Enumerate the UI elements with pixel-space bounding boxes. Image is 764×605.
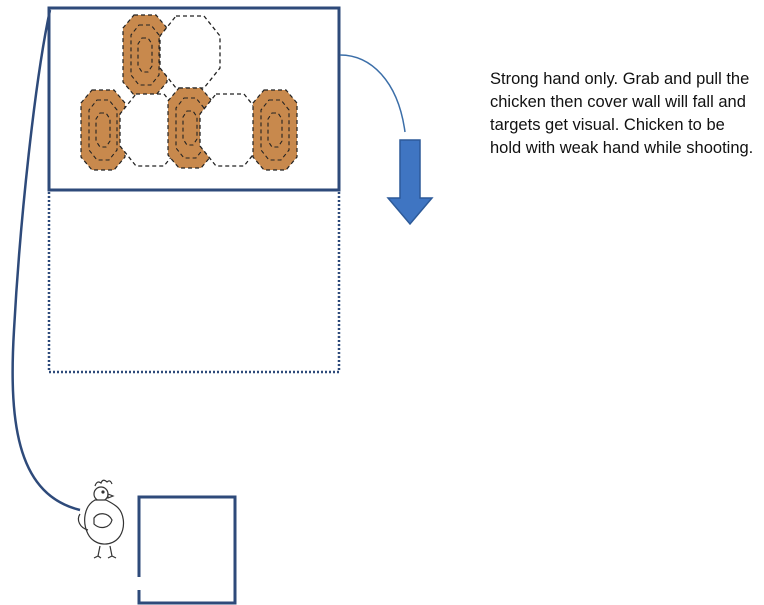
arrow-down-icon bbox=[386, 139, 434, 226]
no-shoot-target bbox=[159, 15, 221, 89]
chicken-icon bbox=[77, 479, 125, 559]
shoot-target bbox=[252, 89, 298, 171]
pull-cable bbox=[11, 9, 81, 512]
shoot-target bbox=[80, 89, 126, 171]
instruction-note: Strong hand only. Grab and pull the chic… bbox=[490, 70, 754, 157]
drop-curve bbox=[339, 54, 406, 133]
no-shoot-target bbox=[199, 93, 261, 167]
shooting-position-box bbox=[137, 495, 237, 605]
cover-wall-outline bbox=[47, 188, 341, 374]
